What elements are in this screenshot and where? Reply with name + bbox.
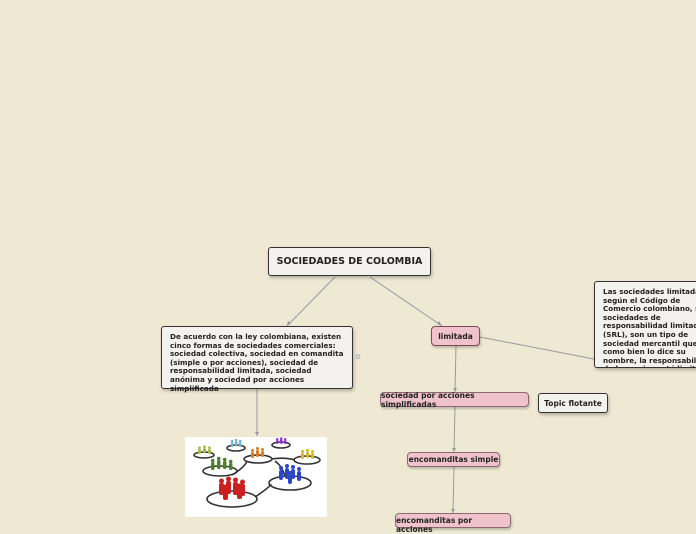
people-network-image[interactable] bbox=[185, 437, 327, 517]
connector-simple-acciones bbox=[452, 466, 455, 514]
topic-comandita-simple[interactable]: encomanditas simple bbox=[407, 452, 500, 467]
link-icon[interactable]: ⊙ bbox=[355, 353, 361, 361]
connector-limitada-sas bbox=[454, 345, 457, 393]
people-network-illustration bbox=[193, 437, 321, 508]
central-topic[interactable]: SOCIEDADES DE COLOMBIA bbox=[268, 247, 431, 276]
connector-limitada-note bbox=[479, 336, 595, 360]
description-topic[interactable]: De acuerdo con la ley colombiana, existe… bbox=[161, 326, 353, 392]
topic-comandita-acciones[interactable]: encomanditas por acciones bbox=[395, 513, 511, 534]
connector-sas-simple bbox=[453, 406, 456, 453]
connector-root-description bbox=[286, 276, 336, 327]
connector-root-limitada bbox=[369, 276, 443, 327]
topic-limitada[interactable]: limitada bbox=[431, 326, 480, 346]
floating-topic[interactable]: Topic flotante bbox=[538, 393, 608, 413]
connector-lines bbox=[255, 276, 595, 514]
topic-sas[interactable]: sociedad por acciones simplificadas bbox=[380, 391, 529, 409]
